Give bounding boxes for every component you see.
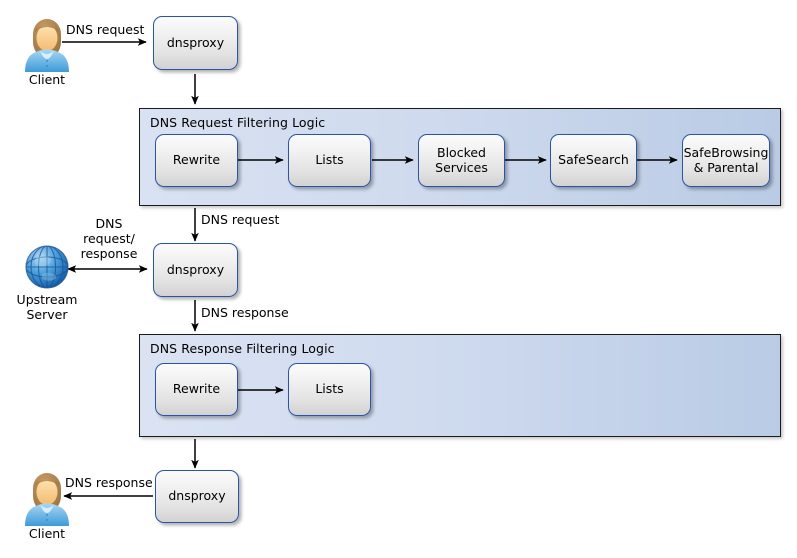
node-request-safesearch[interactable]: SafeSearch (550, 134, 637, 187)
actor-client-bottom-label: Client (28, 526, 66, 541)
node-response-rewrite[interactable]: Rewrite (155, 363, 238, 416)
node-dnsproxy-bottom[interactable]: dnsproxy (155, 470, 239, 523)
edge-label-request-panel-to-proxy: DNS request (201, 212, 280, 227)
node-request-lists[interactable]: Lists (288, 134, 371, 187)
actor-client-top-label: Client (28, 72, 66, 87)
person-icon (25, 19, 69, 72)
person-icon (25, 473, 69, 526)
actor-client-bottom: Client (16, 468, 78, 541)
response-filtering-panel: DNS Response Filtering Logic (139, 334, 781, 437)
node-dnsproxy-middle[interactable]: dnsproxy (153, 243, 238, 297)
globe-icon (25, 245, 69, 289)
node-request-rewrite[interactable]: Rewrite (155, 134, 238, 187)
node-dnsproxy-top[interactable]: dnsproxy (153, 16, 238, 70)
edge-label-proxy-to-client: DNS response (65, 475, 153, 490)
actor-upstream-server: Upstream Server (14, 242, 80, 322)
node-request-safebrowsing-parental[interactable]: SafeBrowsing & Parental (682, 134, 770, 187)
edge-label-client-to-proxy: DNS request (66, 22, 145, 37)
actor-upstream-server-label: Upstream Server (16, 292, 78, 322)
request-panel-title: DNS Request Filtering Logic (150, 115, 326, 130)
edge-label-proxy-upstream: DNS request/ response (80, 216, 138, 261)
actor-client-top: Client (16, 14, 78, 87)
response-panel-title: DNS Response Filtering Logic (150, 341, 335, 356)
edge-label-proxy-to-response-panel: DNS response (201, 305, 289, 320)
node-request-blocked-services[interactable]: Blocked Services (418, 134, 505, 187)
node-response-lists[interactable]: Lists (288, 363, 371, 416)
